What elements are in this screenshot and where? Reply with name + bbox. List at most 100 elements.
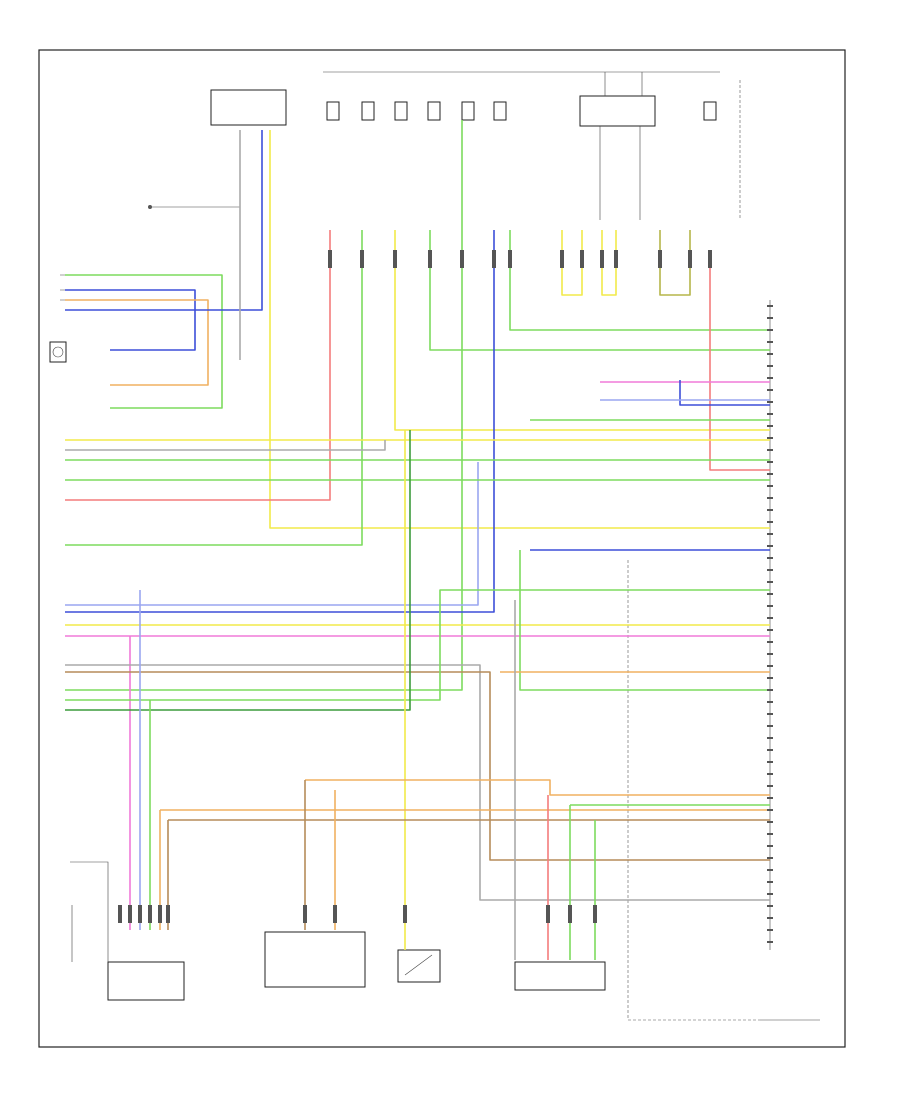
evap-valve (397, 949, 441, 983)
connector-pin (360, 250, 364, 268)
ecm-pin (767, 461, 773, 463)
wire-4 (269, 130, 770, 529)
wire-19 (679, 380, 770, 406)
ecm-pin (767, 629, 773, 631)
wire-40 (167, 819, 770, 930)
ecm-ground-dash (627, 560, 760, 1021)
ecm-pin (767, 449, 773, 451)
ecm-pin (767, 797, 773, 799)
ecm-pin (767, 425, 773, 427)
ecm-pin (767, 857, 773, 859)
wire-16 (659, 230, 691, 296)
ecm-pin (767, 365, 773, 367)
ecm-pin (767, 761, 773, 763)
ecm-pin (767, 917, 773, 919)
connector-pin (328, 250, 332, 268)
component-pin (593, 905, 597, 923)
connector-pins (118, 250, 773, 943)
wire-1 (65, 274, 223, 409)
ecm-pin (767, 593, 773, 595)
component-pin (118, 905, 122, 923)
ecm-pin (767, 533, 773, 535)
connector-pin (393, 250, 397, 268)
ecm-pin (767, 701, 773, 703)
ecm-pin (767, 401, 773, 403)
ecm-pin (767, 749, 773, 751)
ecm-pin (767, 497, 773, 499)
main-relay (579, 95, 656, 127)
wire-5 (65, 130, 263, 311)
wire-11 (65, 120, 463, 691)
diagram-frame (38, 49, 846, 1048)
ecm-pin (767, 377, 773, 379)
fuel-injector-group (514, 961, 606, 991)
ecm-pin (767, 809, 773, 811)
ecm-pin (767, 869, 773, 871)
ecm-pin (767, 329, 773, 331)
component-pin (158, 905, 162, 923)
ecm-pin (767, 341, 773, 343)
ecm-pin (767, 929, 773, 931)
ecm-pin (767, 581, 773, 583)
connector-pin (580, 250, 584, 268)
connector-pin (428, 250, 432, 268)
ecm-pin (767, 437, 773, 439)
ecm-pin (767, 545, 773, 547)
connector-pin (508, 250, 512, 268)
ecm-pin (767, 689, 773, 691)
connector-pin (708, 250, 712, 268)
ecm-pin (767, 653, 773, 655)
ecm-pin (767, 845, 773, 847)
wire-35 (65, 589, 770, 701)
wires (65, 120, 770, 960)
ecm-pin (767, 353, 773, 355)
ecm-pin (767, 617, 773, 619)
wire-3 (65, 299, 209, 386)
ecm-pin (767, 677, 773, 679)
ecm-pin (767, 485, 773, 487)
wire-32 (65, 664, 770, 901)
component-pin (138, 905, 142, 923)
connector-pin (492, 250, 496, 268)
wire-25 (65, 462, 479, 606)
ecm-relay (264, 931, 366, 988)
ground-g (148, 205, 240, 209)
ecm-pin (767, 941, 773, 943)
wire-7 (65, 230, 331, 501)
component-pin (403, 905, 407, 923)
connector-pin (560, 250, 564, 268)
wire-41 (159, 809, 770, 930)
component-pin (148, 905, 152, 923)
ecm-pin (767, 881, 773, 883)
ecm-pin (767, 413, 773, 415)
wire-10 (429, 230, 770, 351)
fuse-relay-box (210, 89, 287, 126)
connector-pin (600, 250, 604, 268)
wire-31 (519, 550, 770, 691)
wire-2 (65, 289, 196, 351)
connector-pin (460, 250, 464, 268)
wire-46 (569, 804, 770, 960)
component-pin (546, 905, 550, 923)
ecm-pin (767, 389, 773, 391)
ecm-pin (767, 725, 773, 727)
component-pin (568, 905, 572, 923)
ecm-pin (767, 773, 773, 775)
fuel-pump-sensor (49, 341, 67, 363)
ecm-pin (767, 473, 773, 475)
wire-15 (601, 230, 617, 296)
connector-pin (658, 250, 662, 268)
throttle-body (70, 861, 109, 962)
ecm-pin (767, 305, 773, 307)
connector-pin (688, 250, 692, 268)
ecm-pin (767, 785, 773, 787)
ecm-pin (767, 317, 773, 319)
ecm-pin (767, 833, 773, 835)
wire-23 (65, 440, 386, 451)
wire-14 (561, 230, 583, 296)
wire-9 (394, 230, 770, 431)
ecm-pin (767, 605, 773, 607)
ecm-pin (767, 521, 773, 523)
ecm-pin (767, 893, 773, 895)
